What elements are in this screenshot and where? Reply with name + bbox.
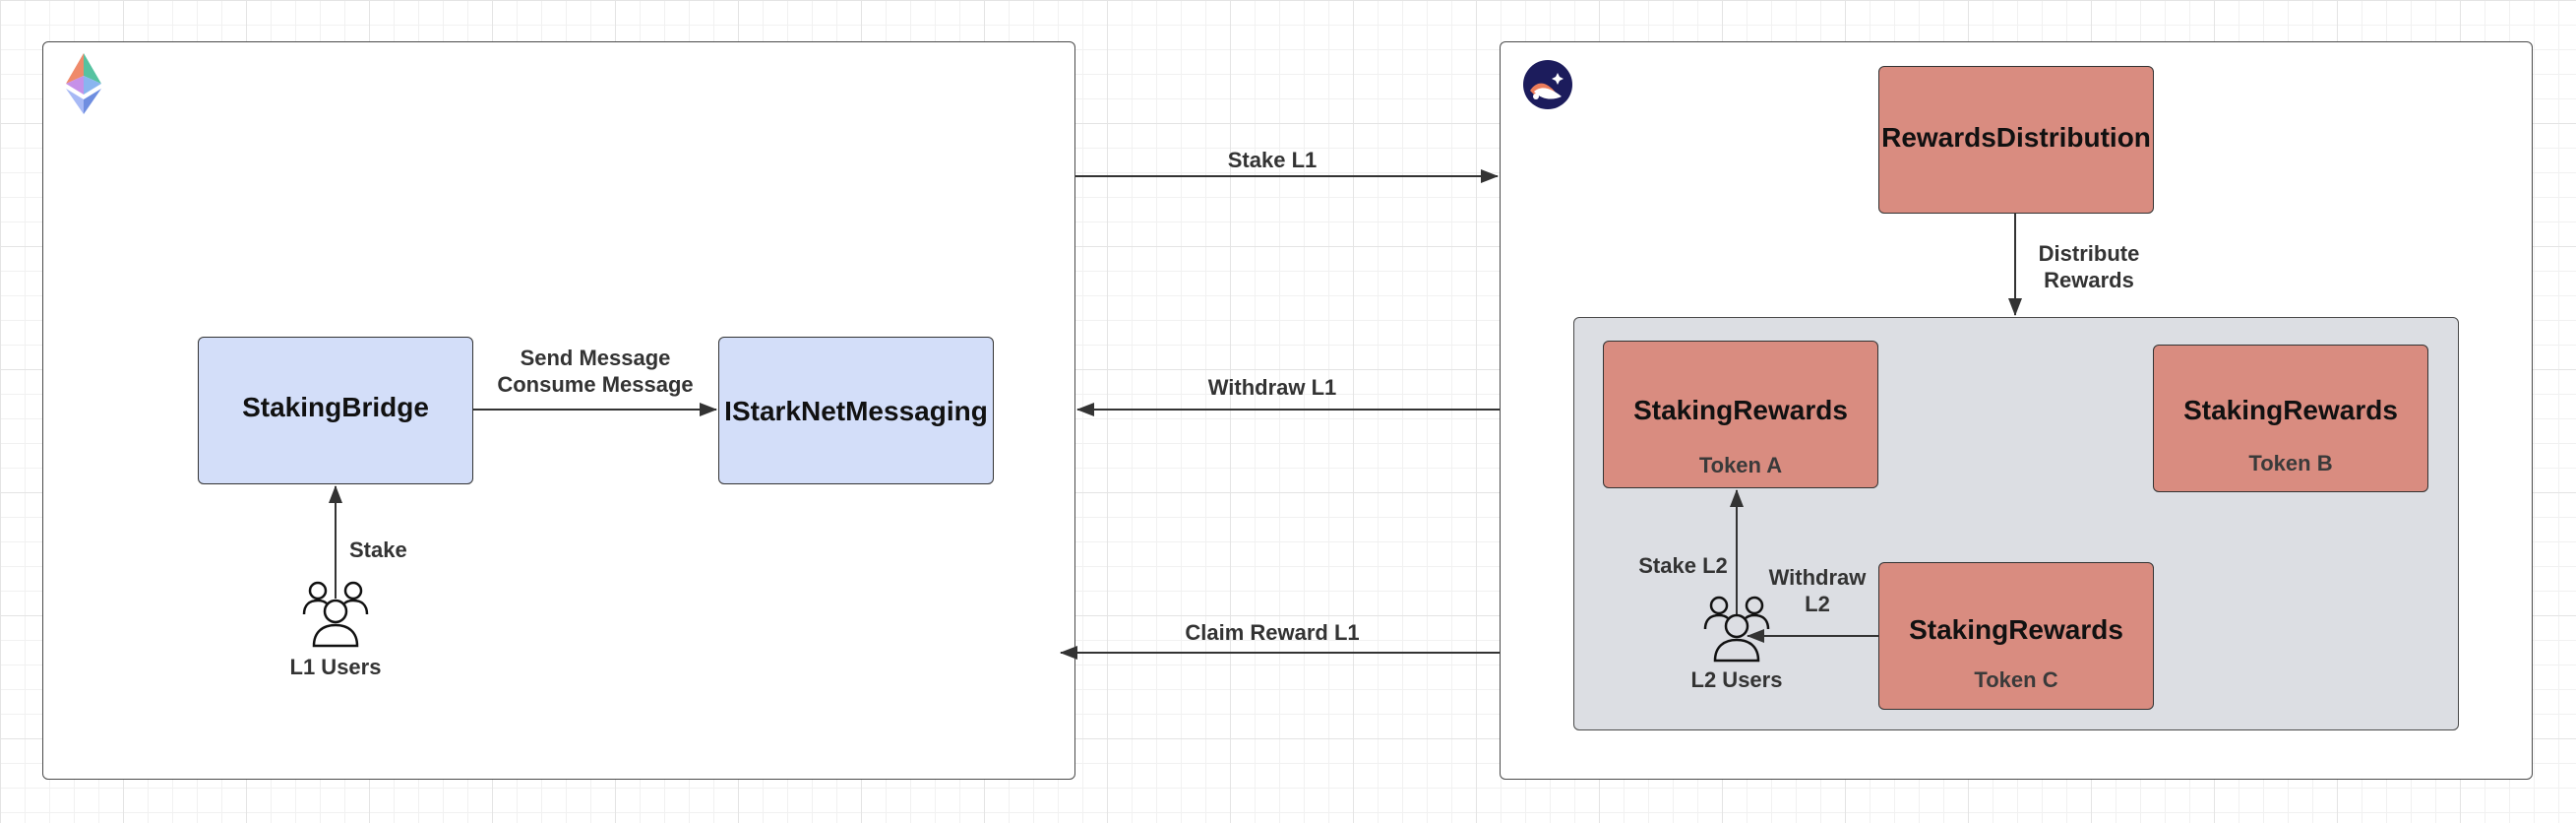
distribute-rewards-line2: Rewards	[2044, 268, 2134, 292]
claim-reward-l1-label: Claim Reward L1	[1185, 620, 1360, 645]
distribute-rewards-line1: Distribute	[2038, 241, 2140, 266]
staking-bridge-title: StakingBridge	[242, 392, 429, 422]
stake-l1-label: Stake L1	[1227, 148, 1318, 172]
l1-users-label: L1 Users	[289, 655, 382, 679]
rewards-distribution-box: RewardsDistribution	[1878, 66, 2154, 214]
distribute-rewards-label: Distribute Rewards	[2025, 240, 2153, 293]
l2-users-label: L2 Users	[1690, 667, 1783, 692]
staking-rewards-c-token: Token C	[1974, 667, 2058, 692]
send-message-line2: Consume Message	[497, 372, 694, 397]
staking-rewards-b-token: Token B	[2248, 451, 2333, 475]
staking-bridge-box: StakingBridge	[198, 337, 473, 484]
stake-l2-label: Stake L2	[1638, 553, 1728, 578]
stake-label: Stake	[349, 538, 407, 562]
istarknet-messaging-title: IStarkNetMessaging	[724, 396, 988, 426]
withdraw-l2-line1: Withdraw	[1768, 565, 1867, 590]
staking-rewards-b-box: StakingRewards Token B	[2153, 345, 2428, 492]
staking-rewards-a-title: StakingRewards	[1633, 395, 1848, 425]
withdraw-l1-label: Withdraw L1	[1207, 375, 1337, 400]
withdraw-l2-label: Withdraw L2	[1759, 564, 1875, 617]
rewards-distribution-title: RewardsDistribution	[1881, 122, 2151, 153]
starknet-logo-icon	[1522, 59, 1573, 110]
staking-rewards-c-box: StakingRewards Token C	[1878, 562, 2154, 710]
send-message-label: Send Message Consume Message	[492, 345, 699, 398]
withdraw-l2-line2: L2	[1805, 592, 1830, 616]
staking-rewards-a-box: StakingRewards Token A	[1603, 341, 1878, 488]
staking-rewards-b-title: StakingRewards	[2183, 395, 2398, 425]
staking-rewards-a-token: Token A	[1698, 453, 1783, 477]
l2-users-icon	[1702, 594, 1771, 663]
staking-rewards-c-title: StakingRewards	[1909, 614, 2123, 645]
ethereum-logo-icon	[64, 51, 103, 116]
send-message-line1: Send Message	[520, 346, 671, 370]
l1-users-icon	[301, 579, 370, 648]
istarknet-messaging-box: IStarkNetMessaging	[718, 337, 994, 484]
